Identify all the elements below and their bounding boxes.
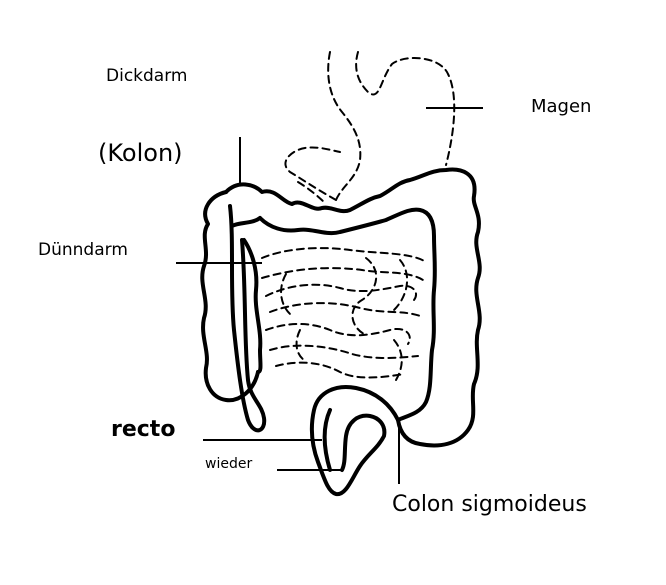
label-dickdarm: Dickdarm <box>106 66 188 86</box>
label-recto: recto <box>111 417 176 442</box>
label-colon-sigmoideus: Colon sigmoideus <box>392 492 587 517</box>
label-duenndarm: Dünndarm <box>38 240 128 260</box>
label-kolon: (Kolon) <box>98 139 183 167</box>
colon-outline <box>200 167 482 497</box>
label-magen: Magen <box>531 96 592 117</box>
label-wieder: wieder <box>205 456 253 472</box>
small-intestine-coils <box>261 247 427 381</box>
stomach-outline <box>284 51 456 205</box>
